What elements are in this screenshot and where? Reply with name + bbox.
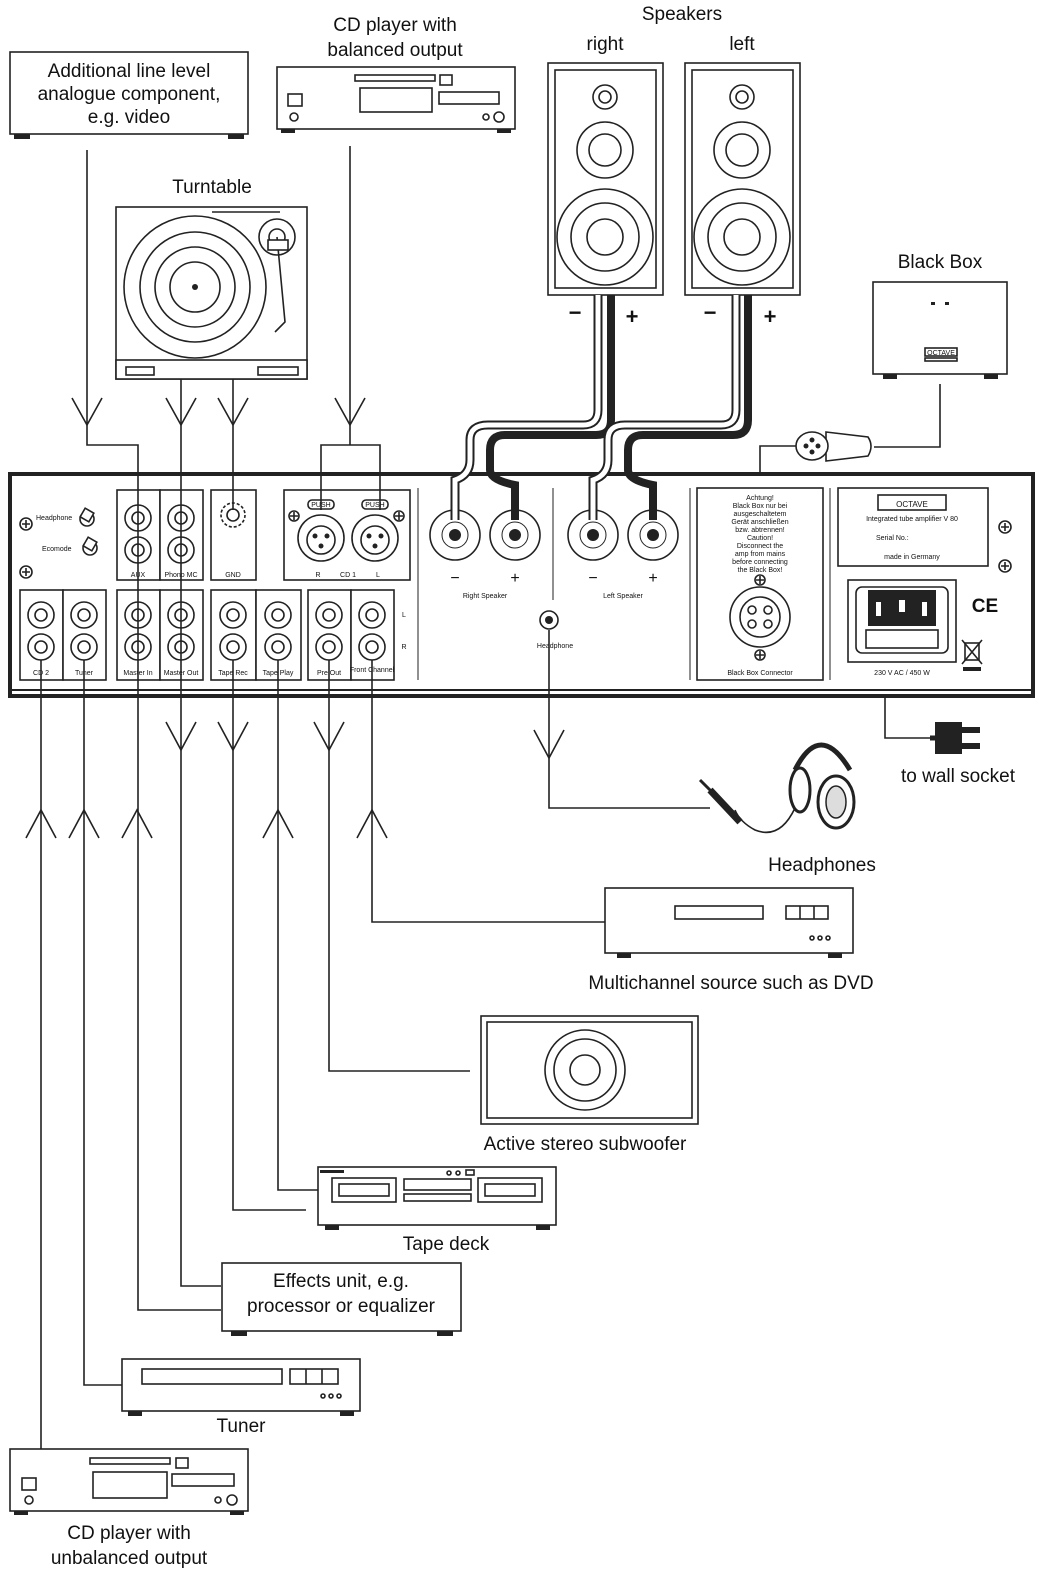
warning-line-6: Caution! — [747, 535, 773, 542]
speaker-left-minus: − — [704, 300, 717, 325]
effects-label-1: Effects unit, e.g. — [273, 1271, 409, 1292]
multichannel-label: Multichannel source such as DVD — [588, 973, 873, 994]
tape-play-jack[interactable] — [264, 601, 292, 661]
weee-bin-icon — [961, 639, 983, 671]
warning-line-5: bzw. abtrennen! — [735, 527, 784, 534]
top-signal-lines — [71, 146, 381, 660]
speaker-cables — [450, 295, 752, 520]
tape-deck-label: Tape deck — [403, 1234, 490, 1255]
black-box-connector-section: Achtung! Black Box nur bei ausgeschaltet… — [696, 487, 824, 681]
cd-player-unbalanced — [9, 1448, 249, 1515]
pre-out-jack[interactable] — [315, 601, 343, 661]
speakers: Speakers right left − + − + — [547, 4, 801, 329]
speaker-right-minus: − — [569, 300, 582, 325]
black-box: Black Box OCTAVE — [759, 252, 1008, 478]
ecomode-toggle-switch[interactable] — [82, 536, 98, 556]
serial-text: Serial No.: — [876, 535, 909, 542]
speaker-right — [547, 62, 664, 296]
right-speaker-plus-label: + — [510, 570, 519, 587]
gnd-label: GND — [225, 572, 241, 579]
black-box-connector-label: Black Box Connector — [727, 670, 793, 677]
subwoofer — [480, 1015, 699, 1125]
cd-balanced-label-2: balanced output — [327, 40, 463, 61]
left-speaker-label: Left Speaker — [603, 593, 643, 600]
headphone-switch-label: Headphone — [36, 515, 72, 522]
cd1-label: CD 1 — [340, 572, 356, 579]
line-level-component: Additional line level analogue component… — [9, 51, 249, 139]
speaker-left-plus: + — [764, 304, 777, 329]
tuner — [121, 1358, 361, 1416]
warning-line-9: before connecting — [732, 559, 788, 566]
headphone-jack-label: Headphone — [537, 643, 573, 650]
right-speaker-label: Right Speaker — [463, 593, 508, 600]
headphones — [698, 742, 856, 834]
line-level-label-1: Additional line level — [48, 61, 211, 82]
cd2-input[interactable] — [27, 601, 55, 661]
warning-line-8: amp from mains — [735, 551, 786, 558]
cd-balanced-label-1: CD player with — [333, 15, 457, 36]
nameplate: OCTAVE Integrated tube amplifier V 80 Se… — [837, 487, 989, 567]
warning-line-10: the Black Box! — [738, 567, 783, 574]
warning-line-3: ausgeschaltetem — [734, 511, 787, 518]
wall-plug-icon — [930, 722, 980, 754]
right-speaker-minus-label: − — [450, 570, 459, 587]
black-box-brand: OCTAVE — [927, 350, 955, 357]
tape-deck — [317, 1166, 557, 1230]
ecomode-switch-label: Ecomode — [42, 546, 72, 553]
front-channel-jack[interactable] — [358, 601, 386, 661]
turntable: Turntable — [115, 177, 308, 380]
line-level-label-2: analogue component, — [38, 84, 221, 105]
dvd-player — [604, 887, 854, 958]
left-speaker-minus-label: − — [588, 570, 597, 587]
black-box-plug — [795, 431, 872, 462]
ce-mark: CE — [972, 596, 998, 617]
power-inlet[interactable] — [847, 579, 957, 663]
lower-jack-row: CD 2 Tuner Master In Master Out Tape Rec… — [19, 589, 407, 681]
speaker-left-label: left — [729, 34, 755, 55]
speaker-left — [684, 62, 801, 296]
bottom-signal-lines — [25, 630, 935, 1452]
line-level-label-3: e.g. video — [88, 107, 170, 128]
row-r-label: R — [401, 644, 406, 651]
warning-line-7: Disconnect the — [737, 543, 783, 550]
turntable-label: Turntable — [172, 177, 252, 198]
warning-line-4: Gerät anschließen — [731, 519, 788, 526]
effects-unit: Effects unit, e.g. processor or equalize… — [221, 1262, 462, 1336]
headphones-label: Headphones — [768, 855, 876, 876]
warning-line-2: Black Box nur bei — [733, 503, 788, 510]
warning-line-1: Achtung! — [746, 495, 774, 502]
cd1-xlr-inputs[interactable]: PUSH PUSH R CD 1 L — [283, 489, 411, 581]
left-speaker-terminals[interactable]: − + Left Speaker — [567, 509, 679, 600]
made-in-text: made in Germany — [884, 554, 940, 561]
speaker-right-plus: + — [626, 304, 639, 329]
wall-socket-label: to wall socket — [901, 766, 1016, 787]
headphone-jack[interactable]: Headphone — [537, 610, 573, 650]
row-l-label: L — [402, 612, 406, 619]
cd-unbalanced-label-1: CD player with — [67, 1523, 191, 1544]
model-text: Integrated tube amplifier V 80 — [866, 516, 958, 523]
amplifier-rear-panel: Headphone Ecomode AUX Phono MC GND — [8, 472, 1035, 698]
speaker-right-label: right — [587, 34, 625, 55]
push-label-l: PUSH — [365, 502, 384, 509]
power-rating: 230 V AC / 450 W — [874, 670, 930, 677]
cd-player-balanced: CD player with balanced output — [276, 15, 516, 133]
xlr-r-label: R — [315, 572, 320, 579]
left-speaker-plus-label: + — [648, 570, 657, 587]
right-speaker-terminals[interactable]: − + Right Speaker — [429, 509, 541, 600]
brand-logo: OCTAVE — [896, 500, 928, 509]
effects-label-2: processor or equalizer — [247, 1296, 436, 1317]
subwoofer-label: Active stereo subwoofer — [484, 1134, 687, 1155]
tape-rec-jack[interactable] — [219, 601, 247, 661]
tuner-label: Tuner — [217, 1416, 267, 1437]
speakers-title: Speakers — [642, 4, 722, 25]
black-box-connector[interactable] — [729, 586, 791, 648]
xlr-l-label: L — [376, 572, 380, 579]
cd-unbalanced-label-2: unbalanced output — [51, 1548, 208, 1569]
headphone-toggle-switch[interactable] — [79, 507, 95, 527]
black-box-label: Black Box — [898, 252, 983, 273]
